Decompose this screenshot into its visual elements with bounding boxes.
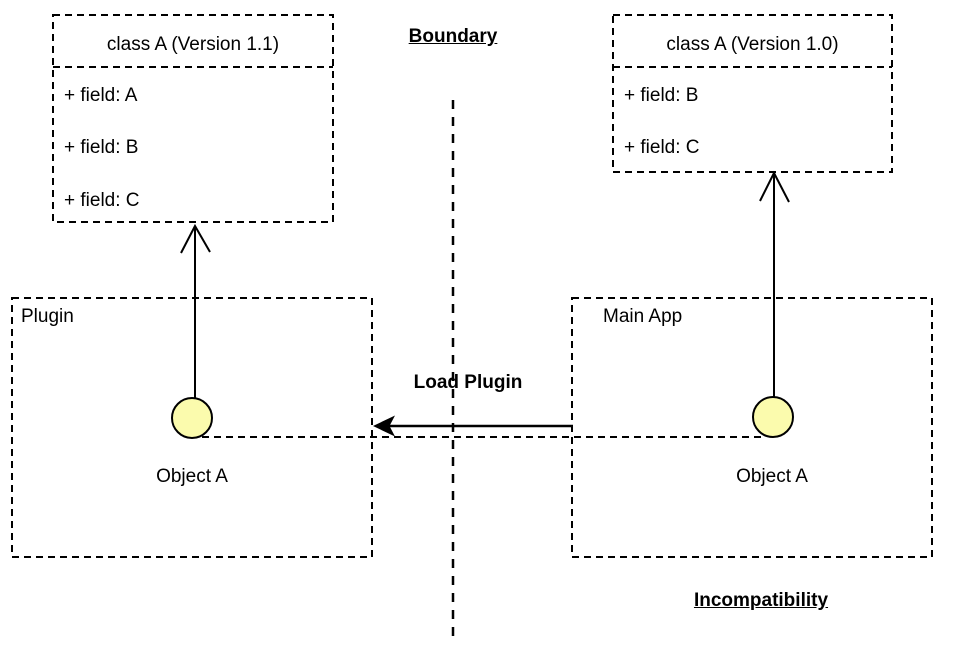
plugin-container-box [11,297,373,558]
plugin-container-label: Plugin [21,306,74,327]
object-a-plugin-label: Object A [156,466,228,487]
load-plugin-label: Load Plugin [413,372,523,393]
class-v11-field: + field: B [64,137,139,158]
class-v10-field: + field: C [624,137,700,158]
class-v11-title: class A (Version 1.1) [106,34,280,55]
load-plugin-arrowhead [373,415,395,437]
class-v10-title: class A (Version 1.0) [666,34,839,55]
main-app-container-label: Main App [603,306,683,327]
class-v10-field: + field: B [624,85,699,106]
object-a-main-app-circle [752,396,794,438]
class-v11-field: + field: C [64,190,140,211]
class-box-v11 [52,14,334,223]
plugin-dependency-arrowhead [180,223,211,254]
main-app-dependency-arrowhead [759,170,790,203]
main-app-container-box [571,297,933,558]
class-box-v10 [612,14,893,173]
class-v11-field: + field: A [64,85,138,106]
boundary-label: Boundary [408,26,498,47]
object-a-main-app-label: Object A [736,466,808,487]
object-a-plugin-circle [171,397,213,439]
incompatibility-label: Incompatibility [693,590,829,611]
